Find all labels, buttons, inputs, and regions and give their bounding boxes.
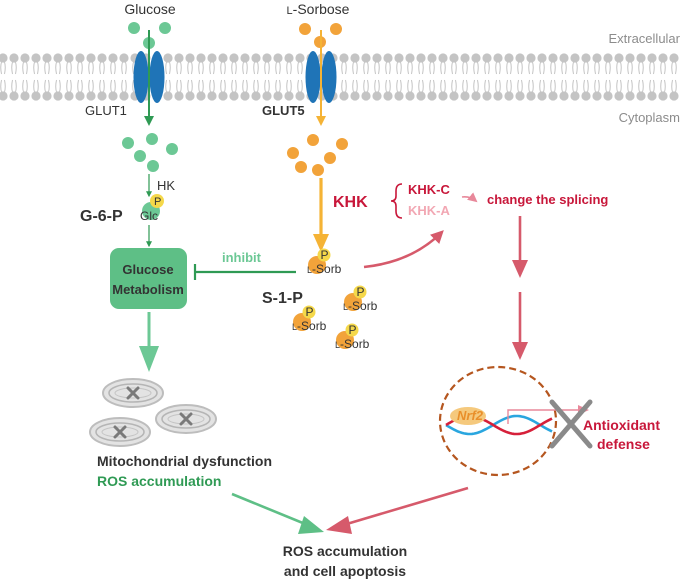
nucleus xyxy=(438,365,558,477)
s1p-molecule: PL-Sorb xyxy=(307,248,342,276)
s1p-molecule: PL-Sorb xyxy=(343,285,378,313)
splicing-arrow-head-2 xyxy=(512,342,528,360)
s1p-phosphate-label: P xyxy=(349,323,357,337)
s1p-phosphate-label: P xyxy=(306,305,314,319)
g6p-phosphate-label: P xyxy=(154,196,161,208)
s1p-sorb-label: L-Sorb xyxy=(292,319,327,333)
extracellular-label: Extracellular xyxy=(608,31,680,46)
sorbose-label: L-Sorbose xyxy=(287,1,350,17)
g6p-label: G-6-P xyxy=(80,208,123,225)
g6p-molecule xyxy=(142,194,164,220)
s1p-sorb-label: L-Sorb xyxy=(343,299,378,313)
khk-a-label: KHK-A xyxy=(408,203,450,218)
outcome-line1: ROS accumulation xyxy=(283,543,407,559)
g6p-glc-label: Glc xyxy=(140,209,158,223)
damage-cross-icon xyxy=(126,386,140,400)
nrf2-binding-site xyxy=(450,407,486,425)
glucose-label: Glucose xyxy=(124,1,176,17)
sorbose-rest: -Sorbose xyxy=(293,1,350,17)
metabolism-to-mitochondria-head xyxy=(139,346,159,372)
s1p-phosphate-label: P xyxy=(357,285,365,299)
glucose-molecules-outside xyxy=(128,22,171,49)
splicing-arrow-head-1 xyxy=(512,260,528,278)
blocked-cross-icon xyxy=(549,399,593,449)
nucleus-to-outcome-head xyxy=(326,516,352,534)
damage-cross-icon xyxy=(113,425,127,439)
mitochondria-group xyxy=(89,378,217,447)
glucose-metabolism-line2: Metabolism xyxy=(112,282,184,297)
glut1-transporter xyxy=(133,51,165,103)
glucose-metabolism-box xyxy=(110,248,187,309)
mitochondrial-dysfunction-label: Mitochondrial dysfunction xyxy=(97,453,272,469)
hk-label: HK xyxy=(157,178,175,193)
inhibit-label: inhibit xyxy=(222,250,262,265)
khk-label: KHK xyxy=(333,194,368,211)
nucleus-to-outcome-shaft xyxy=(339,486,469,528)
s1p-phosphate-label: P xyxy=(321,248,329,262)
nrf2-label: Nrf2 xyxy=(457,408,484,423)
mitochondrion xyxy=(89,417,151,447)
damage-cross-icon xyxy=(179,412,193,426)
glut1-label: GLUT1 xyxy=(85,103,127,118)
s1p-molecule: PL-Sorb xyxy=(292,305,327,333)
isoform-switch-arrow xyxy=(461,192,478,203)
cell-membrane xyxy=(0,53,679,101)
defense-label: defense xyxy=(597,436,650,452)
glut5-label: GLUT5 xyxy=(262,103,305,118)
antioxidant-label: Antioxidant xyxy=(583,417,660,433)
glucose-metabolism-line1: Glucose xyxy=(122,262,173,277)
outcome-line2: and cell apoptosis xyxy=(284,563,406,579)
mito-to-outcome-shaft xyxy=(231,492,316,530)
sorbose-molecules-inside xyxy=(287,134,348,176)
khk-c-label: KHK-C xyxy=(408,182,450,197)
s1p-label: S-1-P xyxy=(262,290,303,307)
splicing-label: change the splicing xyxy=(487,192,608,207)
khk-arrow-head xyxy=(313,234,329,252)
s1p-sorb-label: L-Sorb xyxy=(335,337,370,351)
ros-accumulation-label: ROS accumulation xyxy=(97,473,221,489)
mito-to-outcome-head xyxy=(298,516,324,534)
sorbose-prefix: L xyxy=(287,5,293,17)
mitochondrion xyxy=(102,378,164,408)
khk-isoform-brace xyxy=(390,183,403,219)
s1p-to-splicing-arrow xyxy=(363,230,444,269)
s1p-sorb-label: L-Sorb xyxy=(307,262,342,276)
mitochondrion xyxy=(155,404,217,434)
cytoplasm-label: Cytoplasm xyxy=(619,110,680,125)
s1p-molecule: PL-Sorb xyxy=(335,323,370,351)
glut5-transporter xyxy=(305,51,337,103)
glucose-molecules-inside xyxy=(122,133,178,172)
